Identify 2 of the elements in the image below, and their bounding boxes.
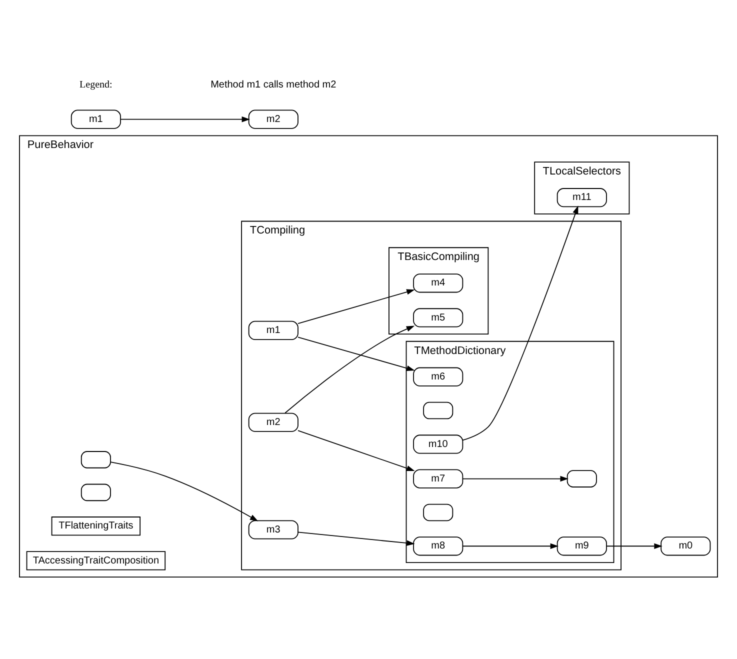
label: Legend: <box>80 78 112 90</box>
label: Method m1 calls method m2 <box>210 78 336 90</box>
